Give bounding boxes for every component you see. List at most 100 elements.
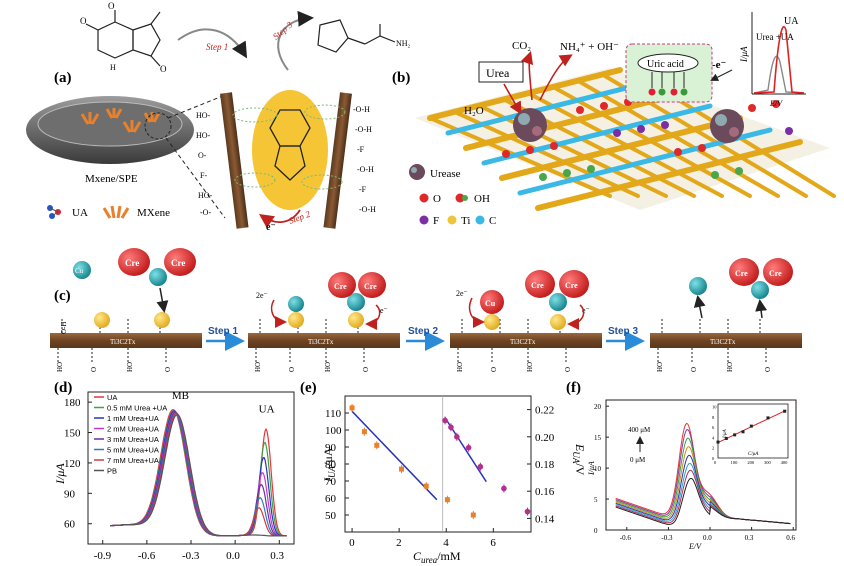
y-tick-label: 120	[64, 458, 81, 470]
group-label: HO	[526, 362, 534, 372]
electron-label: e⁻	[380, 306, 388, 315]
y-tick-label: 70	[325, 476, 337, 488]
svg-text:-O-H: -O-H	[359, 205, 376, 214]
electrode-label: Mxene/SPE	[85, 173, 138, 185]
layer-label: Ti3C2Tx	[110, 338, 136, 346]
chart-f-label: (f)	[566, 380, 581, 396]
group-label: HO	[456, 362, 464, 372]
mxene-layer	[50, 333, 202, 348]
annotation-0: 0 μM	[630, 456, 646, 464]
x-tick-label: -0.6	[138, 550, 156, 562]
legend-mxene-icon	[102, 205, 130, 219]
y-tick-label: 90	[325, 442, 337, 454]
current-point	[349, 405, 355, 411]
annotation-mb: MB	[172, 390, 189, 402]
svg-text:-O-H: -O-H	[355, 125, 372, 134]
group-label: O	[288, 367, 296, 372]
svg-text:NH₂: NH₂	[396, 39, 411, 48]
surface-atom	[772, 100, 780, 108]
group-label: O	[362, 367, 370, 372]
legend-urease: Urease	[430, 168, 461, 180]
svg-text:HO-: HO-	[198, 191, 213, 200]
surface-atom	[785, 127, 793, 135]
inset-point	[783, 409, 787, 413]
y-tick-label: 0	[594, 527, 598, 535]
nh4-label: NH₄⁺ + OH⁻	[560, 41, 619, 53]
legend-entry: 1 mM Urea+UA	[107, 414, 159, 423]
electron-arrow	[259, 209, 301, 229]
cre-label: Cre	[334, 282, 347, 291]
electron-label: e⁻	[582, 306, 590, 315]
lattice-rod	[481, 103, 713, 166]
oxidation-electron: -e⁻	[712, 59, 727, 71]
panel-a: (a) O O O H Step 1 Step 3 NH₂	[26, 1, 411, 233]
cre-molecule	[729, 258, 759, 286]
legend-entry: 3 mM Urea+UA	[107, 435, 159, 444]
cu-ion	[347, 293, 365, 311]
surface-atom	[587, 165, 595, 173]
surface-atom	[576, 106, 584, 114]
inset-x-tick-label: 200	[747, 460, 755, 465]
electron-arrow	[365, 304, 381, 330]
panel-c-label: (c)	[54, 288, 71, 304]
x-axis-label: E/V	[688, 542, 702, 551]
legend-oh: OH	[474, 193, 490, 205]
group-label: O	[564, 367, 572, 372]
surface-atom	[735, 167, 743, 175]
chart-d-label: (d)	[54, 380, 72, 396]
legend-c: C	[489, 215, 496, 227]
surface-atom	[613, 129, 621, 137]
current-point	[399, 466, 405, 472]
legend-mxene: MXene	[137, 207, 170, 219]
inset-y-tick-label: 8	[712, 415, 715, 420]
x-tick-label: 0.0	[226, 550, 240, 562]
surface-atom	[748, 104, 756, 112]
svg-text:-F: -F	[359, 185, 367, 194]
y2-tick-label: 0.14	[535, 513, 555, 525]
plot-frame	[605, 399, 797, 531]
potential-point	[477, 463, 484, 470]
ti-site	[288, 312, 304, 328]
surface-atom	[674, 148, 682, 156]
potential-point	[454, 434, 460, 440]
cre-label: Cre	[565, 281, 578, 290]
mxene-layer-left	[220, 92, 249, 229]
cu-ion	[288, 296, 304, 312]
annotation-400: 400 μM	[628, 426, 651, 434]
electron-arrow	[468, 297, 485, 328]
svg-text:HO-: HO-	[196, 111, 211, 120]
legend-entry: 0.5 mM Urea +UA	[107, 404, 167, 413]
inset-x-tick-label: 300	[764, 460, 772, 465]
current-point	[444, 497, 450, 503]
lattice-rod	[478, 104, 668, 198]
y-tick-label: 110	[325, 408, 342, 420]
legend-ua-icon	[47, 205, 61, 219]
release-arrow	[755, 299, 768, 319]
step1-label: Step 1	[206, 42, 228, 52]
series-8-line	[110, 414, 287, 537]
y2-axis-label: EUA/V	[571, 443, 587, 476]
group-label: HO	[656, 362, 664, 372]
svg-text:UA: UA	[784, 16, 799, 27]
group-label: O	[490, 367, 498, 372]
panel-b-label: (b)	[392, 70, 410, 86]
lattice-rod	[578, 80, 780, 198]
ti-site	[94, 312, 110, 328]
release-arrow	[693, 295, 706, 319]
inset-y-tick-label: 10	[712, 405, 717, 410]
surface-atom	[539, 173, 547, 181]
c-step1-label: Step 1	[208, 326, 238, 337]
legend-o: O	[433, 193, 441, 205]
legend-entry: 5 mM Urea+UA	[107, 446, 159, 455]
h2o-label: H₂O	[464, 105, 484, 117]
x-tick-label: 0	[349, 537, 355, 549]
svg-text:Urea +UA: Urea +UA	[756, 32, 794, 42]
urea-box	[478, 61, 524, 83]
panel-b: (b) Urea H₂O CO₂ NH₄⁺ + OH⁻ Uric acid	[392, 12, 836, 227]
surface-atom	[711, 171, 719, 179]
y-tick-label: 60	[325, 493, 337, 505]
group-label: O	[690, 367, 698, 372]
